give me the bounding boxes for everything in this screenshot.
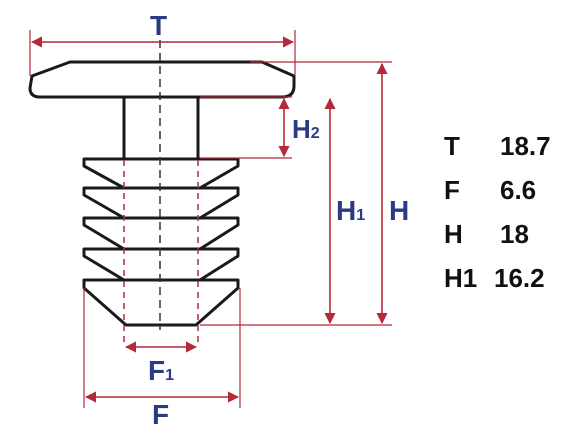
spec-value: 18.7 xyxy=(500,130,551,161)
center-lines xyxy=(123,40,199,345)
spec-value: 18 xyxy=(500,218,529,249)
clip-rib-3 xyxy=(82,216,240,251)
clip-part-outline xyxy=(28,60,296,327)
spec-table: T 18.7 F 6.6 H 18 H1 16.2 xyxy=(444,124,570,300)
clip-rib-4 xyxy=(82,247,240,282)
spec-value: 6.6 xyxy=(500,174,537,205)
spec-value: 16.2 xyxy=(494,262,545,293)
label-T: T xyxy=(150,10,167,41)
extension-lines xyxy=(29,30,392,408)
spec-key: T xyxy=(444,130,460,161)
clip-rib-1 xyxy=(82,157,240,190)
label-H2: H2 xyxy=(292,114,320,144)
spec-row-H: H 18 xyxy=(444,212,570,256)
spec-key: H1 xyxy=(444,262,478,293)
label-H: H xyxy=(389,195,409,226)
spec-row-F: F 6.6 xyxy=(444,168,570,212)
label-F1: F1 xyxy=(148,355,174,386)
spec-key: H xyxy=(444,218,463,249)
spec-row-H1: H1 16.2 xyxy=(444,256,570,300)
spec-key: F xyxy=(444,174,460,205)
clip-rib-2 xyxy=(82,186,240,220)
spec-row-T: T 18.7 xyxy=(444,124,570,168)
label-F: F xyxy=(152,399,169,430)
label-H1: H1 xyxy=(336,195,365,226)
clip-rib-tip xyxy=(82,278,240,327)
dimension-lines xyxy=(30,36,388,403)
clip-head xyxy=(28,60,296,99)
clip-stem xyxy=(122,95,200,161)
